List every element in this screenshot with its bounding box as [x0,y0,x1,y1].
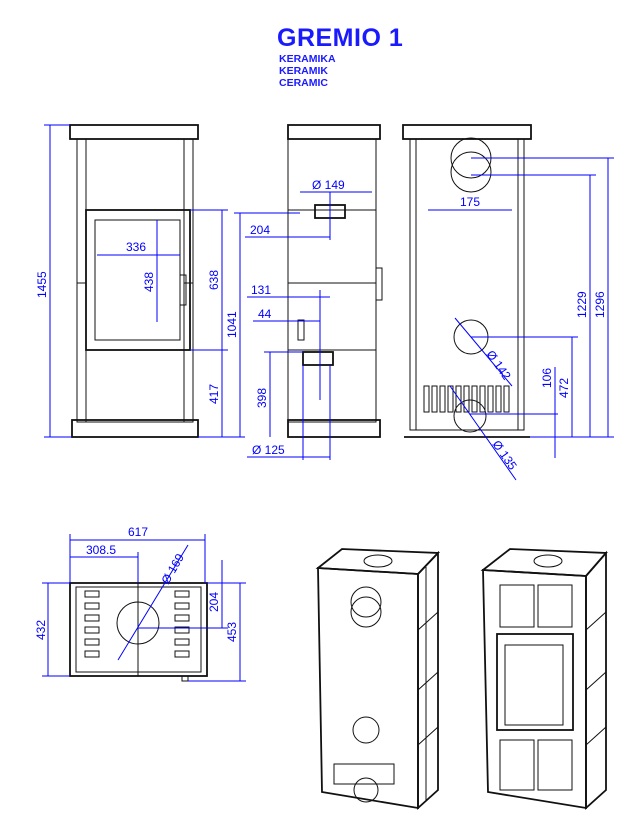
side-view [287,124,383,438]
dim-638: 638 [207,270,221,290]
dim-1229: 1229 [575,291,589,318]
dim-472: 472 [557,378,571,398]
isometric-front-view [480,548,608,811]
back-dimensions: 175 1296 1229 472 106 Ø 142 Ø 135 [428,157,614,481]
dim-131: 131 [251,283,271,297]
front-dimensions: 1455 336 438 638 417 1041 [35,124,300,438]
dim-diameter-149: Ø 149 [312,178,345,192]
dim-417: 417 [207,384,221,404]
dim-308-5: 308.5 [86,543,116,557]
subtitle-pl: KERAMIKA [279,53,336,65]
subtitle-de: KERAMIK [279,65,328,77]
top-dimensions: 617 308.5 Ø 169 432 204 453 [34,525,246,682]
dim-204-top: 204 [207,592,221,612]
dim-44: 44 [258,307,272,321]
dim-diameter-169: Ø 169 [158,551,187,587]
dim-175: 175 [460,195,480,209]
side-dimensions: Ø 149 204 131 44 398 Ø 125 [245,178,372,460]
dim-diameter-142: Ø 142 [484,348,514,383]
top-view [69,582,208,682]
front-view [69,124,199,438]
dim-398: 398 [255,388,269,408]
dim-617: 617 [128,525,148,539]
dim-336: 336 [126,240,146,254]
product-title: GREMIO 1 [277,24,404,52]
subtitle-en: CERAMIC [279,77,328,89]
back-view [402,124,532,438]
dim-1455: 1455 [35,271,49,298]
dim-453: 453 [225,622,239,642]
dim-438: 438 [142,272,156,292]
isometric-back-view [315,548,441,811]
dim-106: 106 [540,368,554,388]
dim-204-side: 204 [250,223,270,237]
dim-432: 432 [34,620,48,640]
dim-diameter-125: Ø 125 [252,443,285,457]
dim-1296: 1296 [593,291,607,318]
dim-1041: 1041 [225,311,239,338]
dim-diameter-135: Ø 135 [490,438,520,473]
